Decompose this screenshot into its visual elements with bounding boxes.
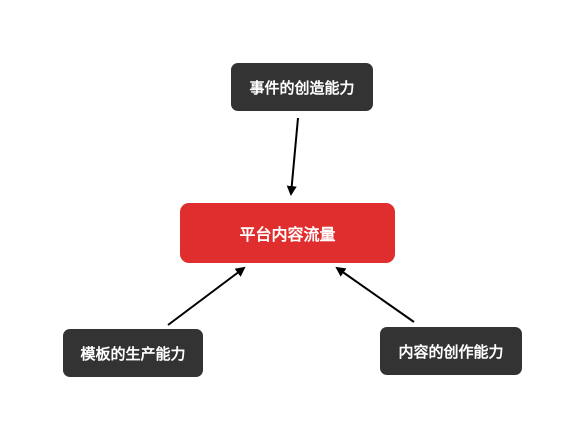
node-event-creation-label: 事件的创造能力 bbox=[249, 78, 355, 97]
node-template-production: 模板的生产能力 bbox=[63, 329, 203, 377]
node-content-creation-label: 内容的创作能力 bbox=[398, 342, 504, 361]
arrow-left-to-center bbox=[167, 266, 246, 326]
arrow-right-to-center bbox=[335, 266, 415, 323]
node-template-production-label: 模板的生产能力 bbox=[80, 344, 186, 363]
node-content-creation: 内容的创作能力 bbox=[380, 327, 522, 375]
arrow-top-to-center bbox=[286, 117, 299, 196]
node-event-creation: 事件的创造能力 bbox=[231, 63, 373, 111]
node-platform-traffic: 平台内容流量 bbox=[180, 203, 395, 263]
node-platform-traffic-label: 平台内容流量 bbox=[239, 225, 336, 244]
